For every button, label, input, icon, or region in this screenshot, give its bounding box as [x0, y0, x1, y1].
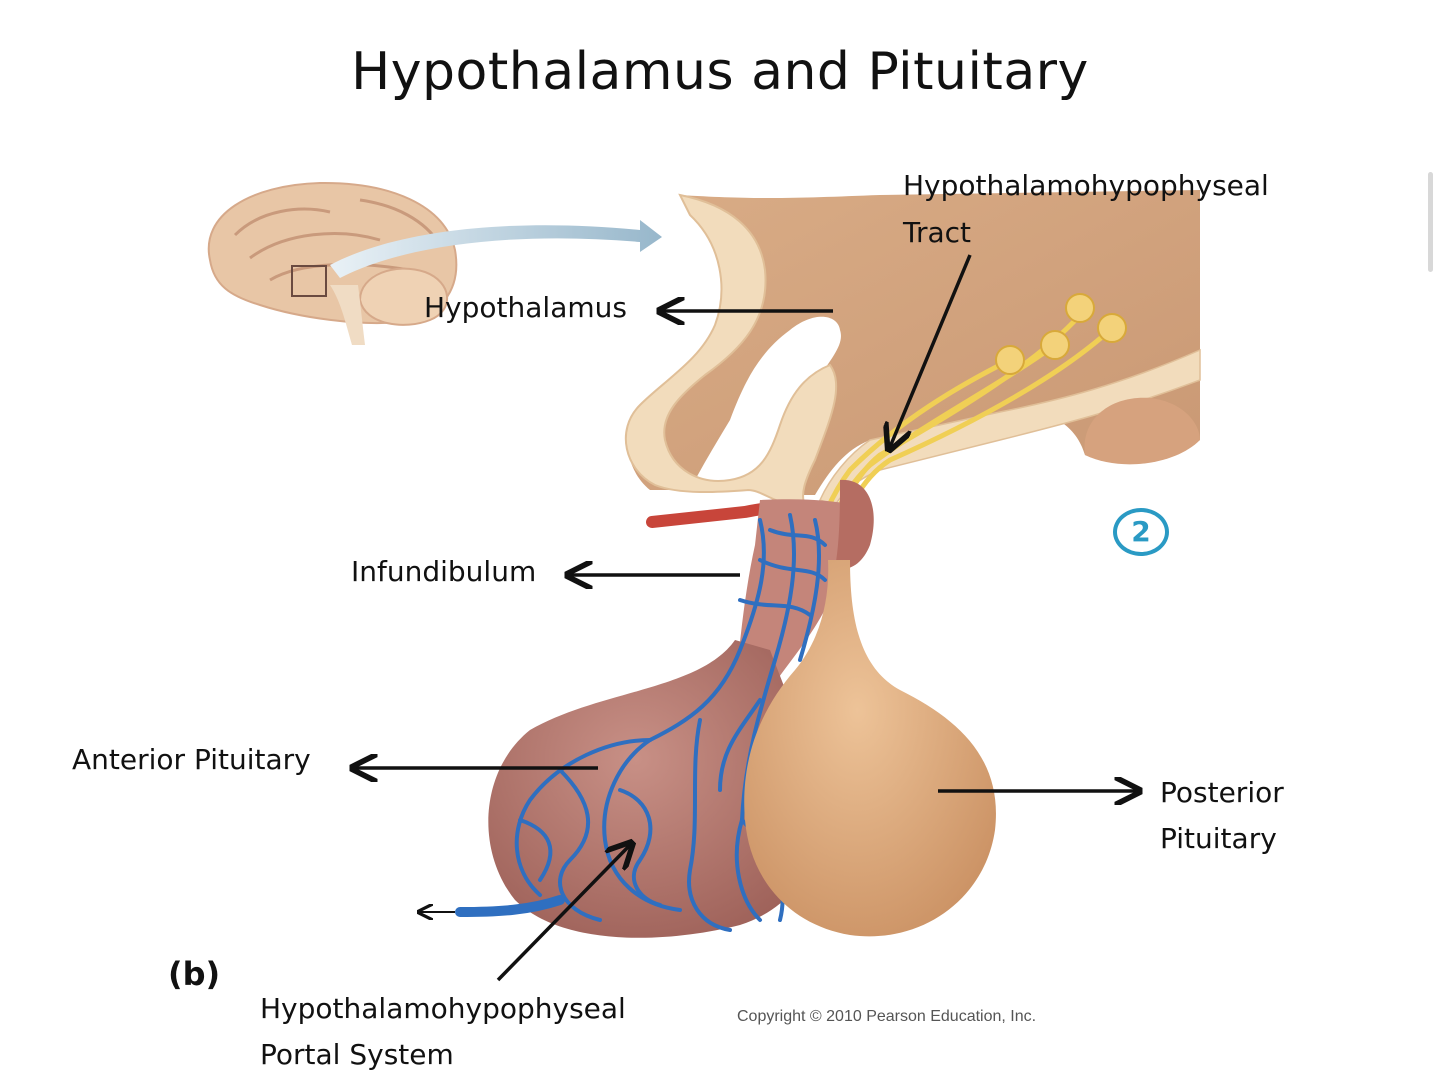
optic-fold — [624, 193, 838, 506]
step-badge: 2 — [1113, 508, 1169, 556]
pointer-arrows — [355, 254, 1137, 982]
tract-pointer — [890, 254, 972, 447]
pars-tuberalis — [835, 479, 874, 570]
zoom-arrow — [330, 220, 662, 278]
floor-layer — [818, 348, 1201, 506]
copyright-notice: Copyright © 2010 Pearson Education, Inc. — [737, 1008, 1037, 1025]
portal-pointer — [496, 845, 630, 982]
neuron-cell-bodies — [995, 293, 1127, 375]
inset-highlight-box — [291, 265, 327, 297]
hypophyseal-vein — [455, 895, 565, 917]
label-tract-line1: Hypothalamohypophyseal — [903, 169, 1269, 202]
label-anterior-pituitary: Anterior Pituitary — [72, 743, 311, 776]
posterior-pituitary-lobe — [744, 560, 996, 937]
mammillary-bulge — [1084, 397, 1200, 465]
brain-inset — [207, 181, 458, 345]
label-tract-line2: Tract — [903, 216, 972, 249]
label-hypothalamus: Hypothalamus — [424, 291, 627, 324]
panel-letter: (b) — [168, 955, 221, 993]
label-infundibulum: Infundibulum — [351, 555, 537, 588]
scrollbar[interactable] — [1428, 172, 1433, 272]
label-portal-line1: Hypothalamohypophyseal — [260, 992, 626, 1025]
brainstem — [330, 285, 365, 345]
hypothalamus-tissue — [624, 190, 1201, 506]
page-title: Hypothalamus and Pituitary — [351, 42, 1089, 102]
label-posterior-line1: Posterior — [1160, 776, 1284, 809]
cerebellum — [358, 267, 448, 326]
brain-folds — [233, 198, 442, 282]
label-posterior-line2: Pituitary — [1160, 822, 1277, 855]
anterior-pituitary-lobe — [488, 640, 816, 938]
label-portal-line2: Portal System — [260, 1038, 454, 1071]
